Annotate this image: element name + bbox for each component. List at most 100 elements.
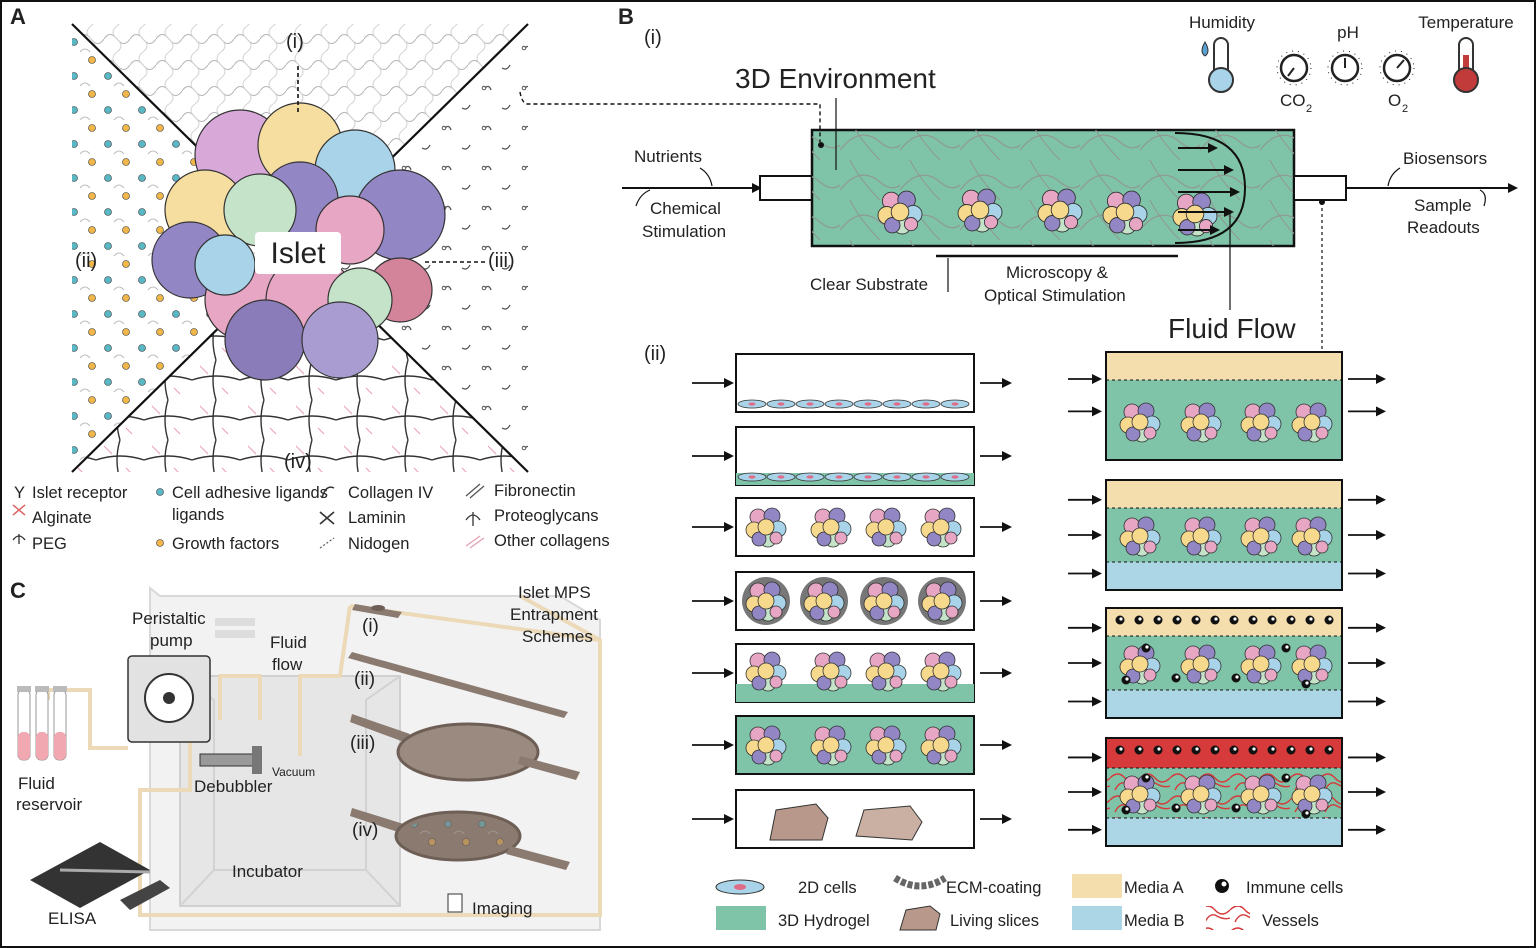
islet-organoid: [1291, 516, 1333, 557]
fluid-flow-label-1: Fluid: [270, 633, 307, 652]
legend-living-slices: Living slices: [950, 912, 1039, 930]
legend-icon-receptor: Y: [14, 484, 25, 502]
islet-organoid: [745, 507, 787, 548]
islet-organoid: [920, 651, 962, 692]
flow-profile: [1174, 132, 1247, 244]
schemes-title-1: Islet MPS: [518, 583, 591, 602]
quadrant-iii-label: (iii): [488, 250, 515, 272]
legend-proteoglycans: Proteoglycans: [494, 507, 599, 525]
fluid-flow-label-2: flow: [272, 655, 303, 674]
islet-organoid: [1291, 644, 1333, 685]
schemes-title-2: Entrapment: [510, 605, 598, 624]
chamber-config-right-4: [1068, 737, 1386, 847]
islet-organoid: [957, 188, 1003, 233]
chamber-config-left-6: [692, 715, 1012, 775]
reservoir-label-2: reservoir: [16, 795, 82, 814]
collagen-iv-icon: [321, 486, 335, 499]
islet-organoid: [865, 725, 907, 766]
legend-growth-factors: Growth factors: [172, 535, 279, 553]
islet-organoid: [863, 581, 905, 622]
legend-cell-adhesive-line2: ligands: [172, 506, 224, 524]
scheme-iv-label: (iv): [352, 820, 378, 841]
droplet-icon: [1201, 41, 1209, 57]
pump-label-2: pump: [150, 631, 193, 650]
legend-ecm-coating: ECM-coating: [946, 879, 1041, 897]
panel-b-i-label: (i): [644, 27, 662, 49]
islet-organoid: [865, 651, 907, 692]
quadrant-iv-label: (iv): [284, 451, 312, 473]
elisa-label: ELISA: [48, 909, 97, 928]
debubbler: [199, 753, 259, 767]
nidogen-icon: [319, 537, 335, 549]
chamber-config-left-3: [692, 497, 1012, 557]
islet-organoid: [920, 725, 962, 766]
legend-peg: PEG: [32, 535, 67, 553]
stimulation-label: Stimulation: [642, 222, 726, 241]
islet-organoid: [1180, 774, 1222, 815]
scheme-i-device: [352, 604, 402, 618]
panel-a: Islet (i) (ii) (iii) (iv): [70, 23, 530, 473]
chemical-label: Chemical: [650, 199, 721, 218]
panel-b-legend: 2D cells 3D Hydrogel ECM-coating Living …: [715, 874, 1343, 931]
legend-nidogen: Nidogen: [348, 535, 409, 553]
vacuum-label: Vacuum: [272, 765, 315, 779]
legend-fibronectin: Fibronectin: [494, 482, 576, 500]
islet-organoid: [745, 651, 787, 692]
immune-cell-icon: [1215, 879, 1229, 893]
quadrant-iv-ecm: [72, 250, 528, 472]
islet-organoid: [1180, 402, 1222, 443]
schemes-title-3: Schemes: [522, 627, 593, 646]
panel-b-ii-label: (ii): [644, 343, 666, 365]
islet-organoid: [877, 190, 923, 235]
peg-icon: [12, 534, 26, 544]
islet-organoid: [803, 581, 845, 622]
fluid-reservoir: [17, 686, 67, 761]
chamber-config-right-1: [1068, 351, 1386, 461]
scheme-iii-label: (iii): [350, 733, 375, 754]
chamber-config-right-2: [1068, 479, 1386, 591]
env-title: 3D Environment: [735, 63, 936, 94]
legend-other-collagens: Other collagens: [494, 532, 610, 550]
islet-label: Islet: [270, 237, 326, 270]
biosensors-label: Biosensors: [1403, 149, 1487, 168]
media-a-swatch: [1072, 874, 1122, 898]
islet-organoid: [810, 725, 852, 766]
temperature-label: Temperature: [1418, 13, 1513, 32]
islet-organoid: [1102, 190, 1148, 235]
islet-organoid: [1119, 516, 1161, 557]
legend-3d-hydrogel: 3D Hydrogel: [778, 912, 870, 930]
ph-label: pH: [1337, 23, 1359, 42]
clear-substrate-label: Clear Substrate: [810, 275, 928, 294]
main-chamber: [622, 128, 1518, 248]
islet-organoid: [1291, 402, 1333, 443]
quadrant-i-label: (i): [286, 31, 304, 53]
other-collagens-icon: [465, 535, 485, 549]
debubbler-label: Debubbler: [194, 777, 273, 796]
legend-collagen-iv: Collagen IV: [348, 484, 433, 502]
islet-label-box: [255, 232, 341, 274]
scheme-iii-device: [396, 722, 540, 782]
chamber-configs-right: [1068, 351, 1386, 847]
vessels-icon: [1206, 906, 1250, 930]
growth-factor-icon: [156, 539, 164, 547]
sample-label: Sample: [1414, 196, 1472, 215]
islet-organoid: [1291, 774, 1333, 815]
legend-media-b: Media B: [1124, 912, 1185, 930]
legend-vessels: Vessels: [1262, 912, 1319, 930]
panel-a-legend: Y Islet receptor Alginate PEG Cell adhes…: [12, 482, 610, 553]
legend-2d-cells: 2D cells: [798, 879, 857, 897]
living-slice-icon: [899, 905, 941, 931]
living-slice: [769, 803, 829, 841]
hydrogel-swatch: [716, 906, 766, 930]
media-b-swatch: [1072, 906, 1122, 930]
co2-label: CO: [1280, 91, 1306, 110]
legend-immune-cells: Immune cells: [1246, 879, 1343, 897]
proteoglycan-icon: [465, 512, 481, 526]
scheme-ii-device: [348, 652, 568, 718]
imaging-label: Imaging: [472, 899, 532, 918]
o2-subscript: 2: [1402, 103, 1408, 115]
panel-c: Fluid reservoir Peristaltic pump Debubbl…: [16, 583, 602, 931]
chamber-config-left-7: [692, 789, 1012, 849]
